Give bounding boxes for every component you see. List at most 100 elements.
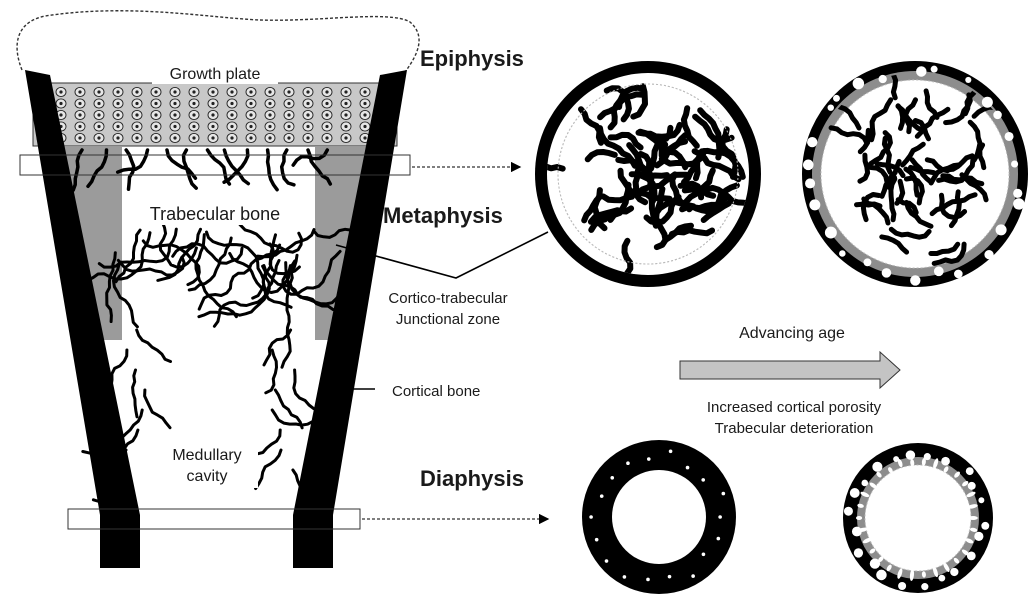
cortical-pore — [950, 568, 958, 576]
cortical-pore — [1013, 189, 1022, 198]
cortical-pore — [981, 522, 989, 530]
trabecular-strand — [268, 150, 278, 190]
chondrocyte-nucleus — [78, 90, 81, 93]
cortical-pore — [941, 457, 950, 466]
chondrocyte-nucleus — [230, 90, 233, 93]
cortical-pore — [916, 66, 926, 76]
chondrocyte-nucleus — [344, 102, 347, 105]
chondrocyte-nucleus — [154, 113, 157, 116]
cortical-pore — [910, 275, 920, 285]
cortical-pore — [978, 497, 984, 503]
chondrocyte-nucleus — [249, 136, 252, 139]
cortical-pore — [850, 488, 860, 498]
cortical-pore — [882, 268, 892, 278]
chondrocyte-nucleus — [116, 102, 119, 105]
chondrocyte-nucleus — [211, 102, 214, 105]
cortical-pore — [600, 494, 604, 498]
cortical-pore — [966, 467, 974, 475]
cortical-pore — [807, 137, 817, 147]
trabecular-strand — [199, 266, 269, 317]
medullary-cavity-label-line2: cavity — [187, 468, 228, 485]
cortical-pore — [825, 227, 837, 239]
cortical-pore — [861, 480, 868, 487]
chondrocyte-nucleus — [154, 102, 157, 105]
cortical-pore — [996, 224, 1007, 235]
cortical-pore — [974, 532, 983, 541]
trabecular-strand — [256, 450, 281, 489]
cortical-pore — [853, 78, 864, 89]
aged-trabecula — [857, 204, 881, 206]
trabecular-strand — [137, 330, 171, 362]
cortical-pore — [965, 77, 971, 83]
cortical-pore — [968, 482, 976, 490]
cortical-pore — [605, 559, 609, 563]
chondrocyte-nucleus — [249, 125, 252, 128]
chondrocyte-nucleus — [116, 136, 119, 139]
chondrocyte-nucleus — [344, 113, 347, 116]
chondrocyte-nucleus — [78, 125, 81, 128]
cortical-pore — [809, 199, 820, 210]
trabecular-strand — [272, 410, 313, 425]
cortical-pore — [934, 266, 944, 276]
chondrocyte-nucleus — [230, 136, 233, 139]
chondrocyte-nucleus — [363, 113, 366, 116]
effect-label-line1: Increased cortical porosity — [707, 399, 882, 416]
chondrocyte-nucleus — [306, 125, 309, 128]
cortical-pore — [722, 492, 726, 496]
cortical-pore — [803, 160, 814, 171]
trabecular-strand — [167, 150, 195, 178]
chondrocyte-nucleus — [306, 136, 309, 139]
chondrocyte-nucleus — [135, 102, 138, 105]
chondrocyte-nucleus — [325, 125, 328, 128]
cortical-pore — [669, 449, 673, 453]
trabecular-bone-label: Trabecular bone — [150, 204, 280, 224]
cortical-pore — [718, 515, 722, 519]
diaphysis-young-section — [582, 440, 736, 594]
trabecular-strand — [133, 370, 137, 417]
chondrocyte-nucleus — [230, 113, 233, 116]
chondrocyte-nucleus — [173, 125, 176, 128]
chondrocyte-nucleus — [78, 136, 81, 139]
chondrocyte-nucleus — [287, 113, 290, 116]
chondrocyte-nucleus — [268, 125, 271, 128]
chondrocyte-nucleus — [325, 113, 328, 116]
cortical-pore — [626, 461, 630, 465]
chondrocyte-nucleus — [268, 113, 271, 116]
chondrocyte-nucleus — [211, 136, 214, 139]
chondrocyte-nucleus — [325, 90, 328, 93]
chondrocyte-nucleus — [287, 90, 290, 93]
cortical-pore — [993, 111, 1002, 120]
cortical-pore — [864, 258, 872, 266]
chondrocyte-nucleus — [173, 102, 176, 105]
cortical-pore — [906, 450, 915, 459]
chondrocyte-nucleus — [344, 136, 347, 139]
chondrocyte-nucleus — [211, 113, 214, 116]
chondrocyte-nucleus — [59, 113, 62, 116]
cortical-pore — [717, 537, 721, 541]
chondrocyte-nucleus — [249, 102, 252, 105]
chondrocyte-nucleus — [306, 102, 309, 105]
chondrocyte-nucleus — [135, 113, 138, 116]
diaphysis-label: Diaphysis — [420, 466, 524, 491]
cortical-pore — [1011, 160, 1018, 167]
trabecular-strand — [294, 370, 314, 409]
effect-label-line2: Trabecular deterioration — [715, 420, 874, 437]
metaphysis-young-section — [535, 61, 762, 287]
cortical-pore — [872, 462, 882, 472]
chondrocyte-nucleus — [78, 102, 81, 105]
chondrocyte-nucleus — [116, 113, 119, 116]
chondrocyte-nucleus — [192, 136, 195, 139]
cortical-pore — [844, 507, 853, 516]
advancing-age-label: Advancing age — [739, 325, 845, 342]
chondrocyte-nucleus — [173, 90, 176, 93]
chondrocyte-nucleus — [154, 90, 157, 93]
cortical-pore — [623, 575, 627, 579]
junction-zone-label-line2: Junctional zone — [396, 311, 500, 328]
chondrocyte-nucleus — [363, 102, 366, 105]
cortical-pore — [921, 583, 928, 590]
diaphysis-aged-section — [843, 443, 993, 593]
epiphysis-label: Epiphysis — [420, 46, 524, 71]
chondrocyte-nucleus — [173, 113, 176, 116]
chondrocyte-nucleus — [268, 90, 271, 93]
